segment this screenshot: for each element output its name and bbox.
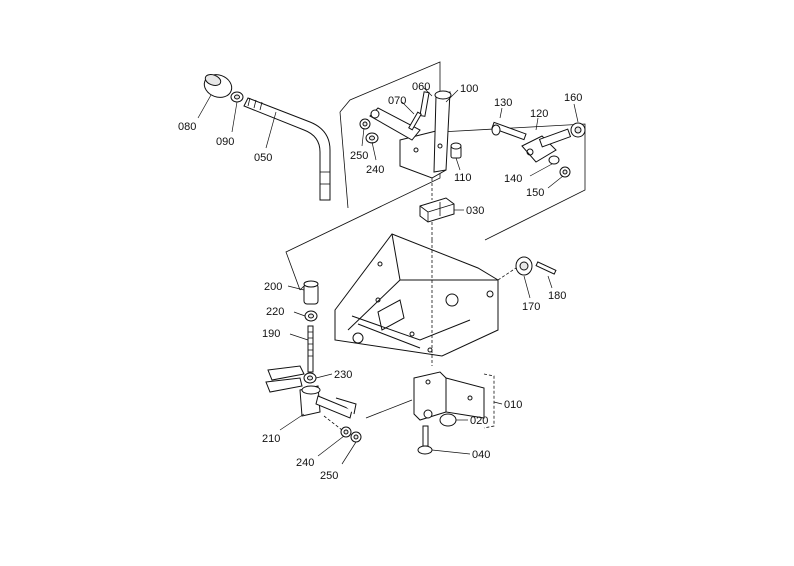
label-240-lower: 240 (296, 457, 314, 469)
part-labels: 080 090 050 060 070 100 250 240 110 130 … (178, 81, 582, 482)
label-230: 230 (334, 369, 352, 381)
label-160: 160 (564, 92, 582, 104)
knob-080 (203, 74, 233, 98)
label-110: 110 (454, 172, 472, 184)
label-190: 190 (262, 328, 280, 340)
label-020: 020 (470, 415, 488, 427)
arm-210 (265, 365, 357, 419)
leader-lines (197, 87, 579, 465)
bolt-130 (491, 121, 527, 141)
bolt-040 (417, 425, 433, 455)
label-200: 200 (264, 281, 282, 293)
nut-160 (570, 122, 586, 138)
washer-240-lower (340, 426, 352, 438)
label-030: 030 (466, 205, 484, 217)
label-040: 040 (472, 449, 490, 461)
lower-block-010 (413, 371, 485, 421)
centerline-lower (323, 415, 343, 431)
label-210: 210 (262, 433, 280, 445)
nut-230 (303, 372, 317, 384)
shift-bracket-100 (369, 90, 452, 200)
nut-250-lower (350, 431, 362, 443)
label-240-upper: 240 (366, 164, 384, 176)
label-080: 080 (178, 121, 196, 133)
label-250-lower: 250 (320, 470, 338, 482)
main-frame (334, 233, 499, 366)
label-070: 070 (388, 95, 406, 107)
pin-150 (559, 166, 571, 178)
nut-090 (230, 91, 244, 103)
label-220: 220 (266, 306, 284, 318)
clevis-120 (521, 128, 572, 163)
label-100: 100 (460, 83, 478, 95)
label-060: 060 (412, 81, 430, 93)
label-150: 150 (526, 187, 544, 199)
pin-070 (408, 111, 422, 131)
group-bracket-010 (483, 373, 495, 429)
nut-240-upper (365, 132, 379, 144)
washer-140 (548, 155, 560, 165)
spring-pin-180 (535, 261, 557, 275)
washer-250-upper (359, 118, 371, 130)
label-130: 130 (494, 97, 512, 109)
label-050: 050 (254, 152, 272, 164)
label-170: 170 (522, 301, 540, 313)
label-120: 120 (530, 108, 548, 120)
rod-190 (307, 325, 314, 373)
block-030 (419, 197, 455, 223)
bushing-110 (450, 142, 462, 159)
label-090: 090 (216, 136, 234, 148)
socket-200 (303, 280, 319, 305)
label-250-upper: 250 (350, 150, 368, 162)
label-140: 140 (504, 173, 522, 185)
cap-020 (439, 413, 457, 427)
roller-170 (497, 256, 533, 281)
label-180: 180 (548, 290, 566, 302)
label-010: 010 (504, 399, 522, 411)
gear-lever-050 (243, 97, 331, 201)
nut-220 (304, 310, 318, 322)
pin-060 (419, 91, 430, 117)
